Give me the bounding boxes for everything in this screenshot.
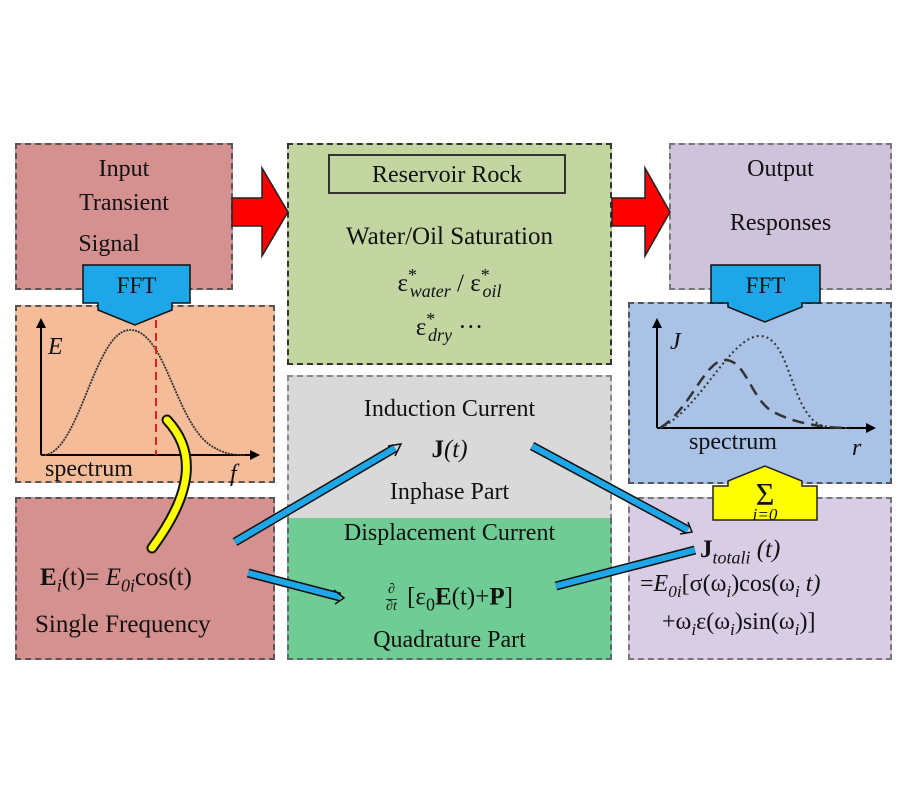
water-oil-saturation: Water/Oil Saturation: [346, 223, 553, 250]
single-frequency-label: Single Frequency: [35, 611, 211, 638]
input-y-axis-label: E: [48, 334, 63, 360]
input-label-line2: Transient: [79, 190, 169, 216]
output-curve-dotted: [659, 334, 851, 429]
output-y-axis-arrowhead: [652, 318, 662, 328]
input-gaussian-curve: [44, 329, 246, 456]
induction-current-title: Induction Current: [363, 396, 536, 422]
input-x-axis-label: f: [230, 461, 237, 487]
single-frequency-equation: Ei(t)= E0icos(t): [40, 564, 192, 596]
input-label-line1: Input: [98, 156, 150, 182]
fft-right-label: FFT: [745, 273, 786, 298]
quadrature-part-label: Quadrature Part: [373, 627, 526, 653]
output-label-line2: Responses: [729, 210, 832, 236]
output-label-line1: Output: [747, 156, 814, 182]
output-x-axis-label: r: [852, 435, 862, 461]
output-spectrum-plot: [652, 318, 876, 433]
induction-current-box: [287, 375, 612, 520]
j-total-equation-line1: Jtotali (t): [700, 536, 781, 568]
reservoir-rock-title-box: [328, 154, 566, 194]
input-spectrum-caption: spectrum: [45, 456, 133, 482]
input-y-axis-arrowhead: [36, 318, 46, 328]
red-arrow-input-to-reservoir: [231, 165, 289, 259]
output-curve-dashed: [659, 358, 851, 430]
sigma-arrow: [712, 465, 818, 521]
reservoir-rock-title: Reservoir Rock: [372, 162, 522, 188]
sigma-symbol: Σ: [755, 476, 775, 512]
j-total-box: [628, 497, 892, 660]
output-y-axis-label: J: [670, 329, 681, 355]
permittivity-water-oil: ε*water / ε*oil: [397, 265, 502, 302]
sigma-index: i=0: [752, 505, 778, 524]
output-x-axis-arrowhead: [866, 423, 876, 433]
permittivity-dry: ε*dry ···: [415, 309, 484, 346]
induction-current-equation: J(t): [431, 436, 468, 463]
displacement-current-title: Displacement Current: [343, 520, 556, 546]
j-total-equation-line2: =E0i[σ(ωi)cos(ωi t): [640, 571, 821, 602]
displacement-current-equation: ∂ ∂t [ε0E(t)+P]: [386, 582, 513, 615]
input-label-line3: Signal: [78, 231, 140, 257]
fft-left-label: FFT: [116, 273, 157, 298]
red-arrow-reservoir-to-output: [611, 165, 671, 259]
single-frequency-box: [15, 497, 275, 660]
fft-left-arrow: [82, 264, 191, 326]
inphase-part-label: Inphase Part: [389, 479, 510, 505]
connector-arrows: [232, 442, 697, 605]
j-total-equation-line3: +ωiε(ωi)sin(ωi)]: [662, 609, 816, 640]
input-spectrum-plot: [36, 318, 260, 460]
fft-right-arrow: [710, 264, 821, 323]
output-spectrum-caption: spectrum: [689, 429, 777, 455]
partial-derivative: ∂ ∂t: [386, 582, 397, 614]
input-x-axis-arrowhead: [250, 450, 260, 460]
reservoir-rock-box: [287, 143, 612, 365]
